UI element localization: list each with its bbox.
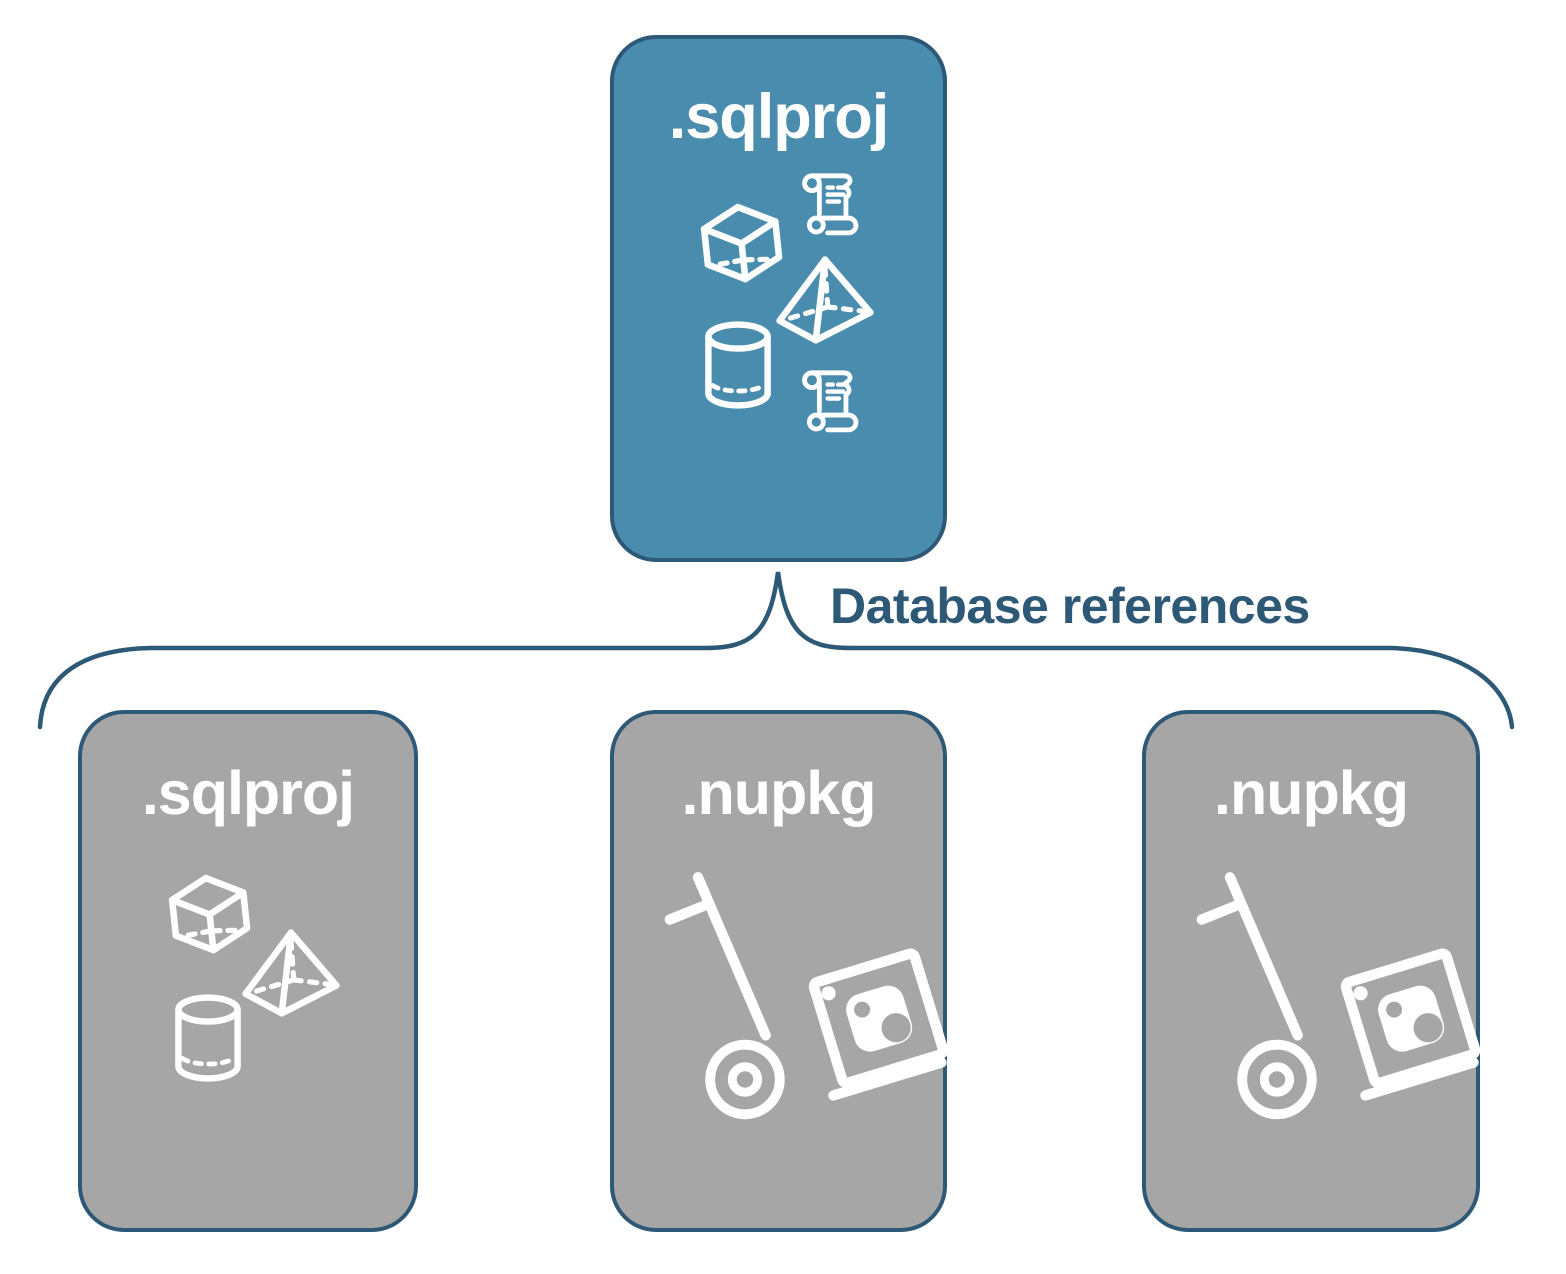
node-title: .sqlproj — [141, 759, 355, 827]
node-root-sqlproj: .sqlproj — [610, 35, 947, 562]
hand-truck-nuget-package-icon — [1194, 866, 1486, 1134]
script-scroll-icon — [798, 170, 866, 240]
node-title: .nupkg — [681, 759, 877, 827]
script-scroll-icon — [798, 367, 866, 437]
node-child-nupkg-2: .nupkg — [1142, 710, 1480, 1232]
node-child-nupkg-1: .nupkg — [610, 710, 947, 1232]
pyramid-icon — [774, 253, 876, 346]
node-title: .sqlproj — [668, 82, 890, 152]
node-title: .nupkg — [1214, 759, 1409, 827]
pyramid-icon — [240, 926, 342, 1019]
cylinder-icon — [172, 992, 244, 1084]
hand-truck-nuget-package-icon — [662, 866, 954, 1134]
connector-label: Database references — [830, 578, 1310, 634]
node-child-sqlproj: .sqlproj — [78, 710, 418, 1232]
cylinder-icon — [702, 319, 774, 411]
